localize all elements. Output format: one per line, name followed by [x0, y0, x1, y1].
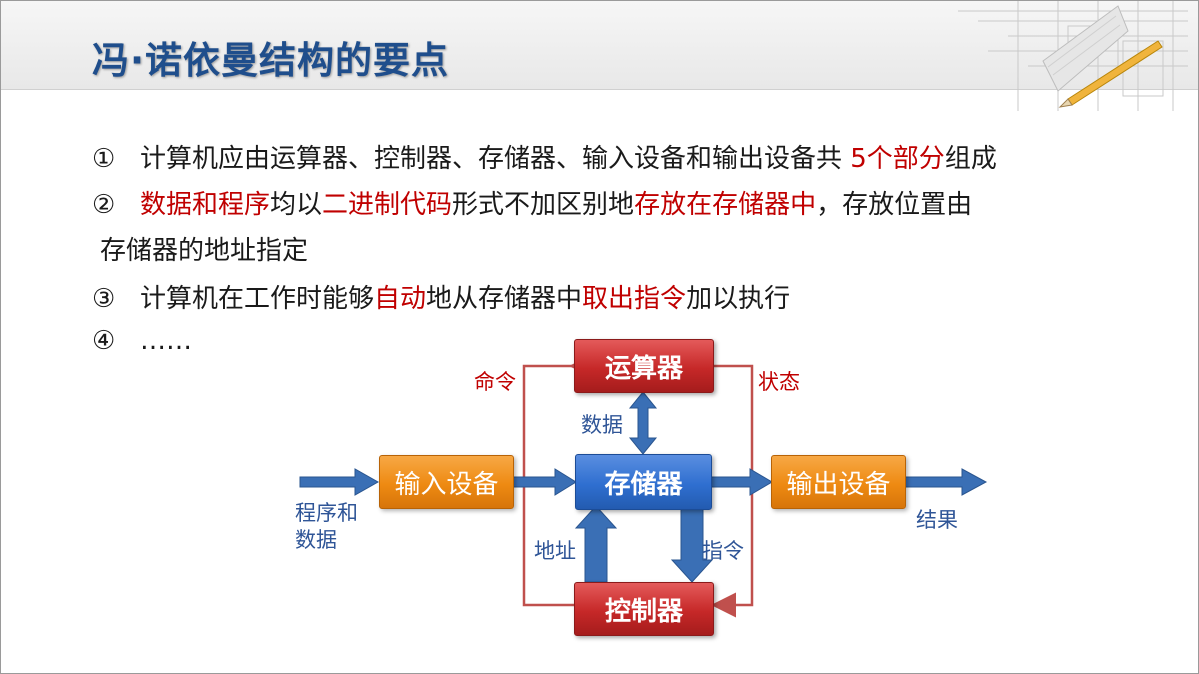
result-label: 结果 [916, 508, 958, 532]
point-text: 组成 [944, 144, 997, 174]
data-arrow [628, 391, 658, 455]
output-device-box: 输出设备 [771, 455, 906, 509]
point-text: 均以 [270, 190, 323, 220]
result-arrow [904, 468, 988, 496]
address-label: 地址 [534, 539, 576, 563]
input-device-box: 输入设备 [379, 455, 514, 509]
memory-to-output-arrow [709, 468, 773, 496]
point-highlight: 取出指令 [582, 284, 687, 314]
memory-box: 存储器 [575, 454, 712, 510]
point-text: 形式不加区别地 [452, 190, 635, 220]
point-2-continuation: 存储器的地址指定 [100, 236, 309, 266]
memory-label: 存储器 [604, 469, 683, 500]
point-text: ，存放位置由 [816, 190, 973, 220]
instruction-label: 指令 [702, 539, 744, 563]
address-arrow [574, 505, 618, 583]
program-data-label: 数据 [295, 528, 337, 552]
point-3: ③ 计算机在工作时能够自动地从存储器中取出指令加以执行 [92, 278, 790, 315]
input-to-memory-arrow [509, 468, 577, 496]
point-number: ④ [92, 326, 116, 356]
point-text: …… [140, 326, 192, 356]
point-number: ② [92, 190, 116, 220]
point-text: 地从存储器中 [426, 284, 583, 314]
output-device-label: 输出设备 [786, 469, 891, 500]
instruction-arrow [670, 505, 714, 583]
point-2: ② 数据和程序均以二进制代码形式不加区别地存放在存储器中，存放位置由 [92, 184, 972, 221]
title-band [1, 1, 1198, 90]
point-text: 加以执行 [686, 284, 791, 314]
point-text: 计算机在工作时能够 [140, 284, 375, 314]
status-label: 状态 [758, 370, 800, 394]
control-box: 控制器 [574, 582, 714, 636]
point-1: ① 计算机应由运算器、控制器、存储器、输入设备和输出设备共 5个部分组成 [92, 138, 997, 175]
drafting-sketch-decoration [948, 1, 1198, 111]
point-text: 计算机应由运算器、控制器、存储器、输入设备和输出设备共 [140, 144, 851, 174]
program-and-label: 程序和 [295, 501, 358, 525]
point-4: ④ …… [92, 326, 192, 356]
alu-box: 运算器 [574, 339, 714, 393]
point-highlight: 数据和程序 [140, 190, 271, 220]
control-label: 控制器 [604, 596, 683, 627]
point-highlight: 自动 [374, 284, 427, 314]
input-arrow [299, 468, 380, 496]
slide-title: 冯·诺依曼结构的要点 [92, 39, 450, 82]
point-highlight: 存放在存储器中 [634, 190, 817, 220]
point-number: ① [92, 144, 116, 174]
input-device-label: 输入设备 [394, 469, 499, 500]
point-highlight: 5个部分 [850, 144, 945, 174]
data-label: 数据 [581, 413, 623, 437]
alu-label: 运算器 [604, 353, 683, 384]
point-highlight: 二进制代码 [322, 190, 453, 220]
command-label: 命令 [474, 370, 516, 394]
point-number: ③ [92, 284, 116, 314]
